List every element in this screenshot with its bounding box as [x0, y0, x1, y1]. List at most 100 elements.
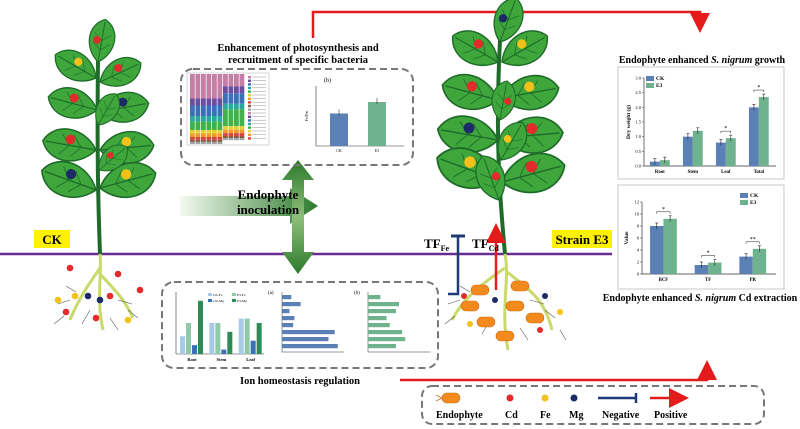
legend-label: CK [750, 193, 759, 199]
element-dot [524, 81, 535, 92]
expression-bar [282, 295, 292, 300]
y-tick-label: 2.0 [635, 105, 641, 110]
stack-segment [201, 116, 206, 122]
stack-segment [234, 135, 239, 139]
growth-title: Endophyte enhanced S. nigrum growth [619, 55, 786, 66]
leaf [493, 21, 556, 76]
element-dot-icon [541, 394, 549, 402]
y-tick-label: 1.5 [635, 120, 641, 125]
growth-title-italic: S. nigrum [711, 55, 752, 66]
leaf [47, 42, 104, 91]
root-element-dot [557, 309, 563, 315]
leaf [496, 146, 571, 202]
y-tick-label: 2 [637, 260, 639, 265]
e3-plant [429, 0, 571, 351]
element-dot [74, 57, 83, 66]
significance-mark: ** [750, 237, 756, 243]
tick-label: Root [187, 357, 197, 362]
stack-segment [195, 74, 201, 99]
ion-bar [238, 318, 244, 354]
stack-segment [223, 135, 228, 139]
y-axis-label: Fv/Fm [304, 110, 309, 122]
root-element-dot [54, 296, 62, 304]
leaf [84, 16, 119, 65]
stack-segment [239, 138, 245, 141]
y-tick-label: 0.5 [635, 149, 641, 154]
stack-segment [234, 133, 239, 136]
root-element-dot [106, 292, 114, 300]
legend-label: Positive [654, 410, 688, 421]
stack-segment [212, 141, 217, 144]
photo-panel-frame [180, 68, 414, 166]
stack-segment [190, 139, 195, 142]
sig-bracket [656, 211, 671, 214]
expression-bar [282, 316, 295, 321]
tf-cd-sub: Cd [489, 244, 500, 253]
cd-title-suffix: Cd extraction [736, 293, 798, 304]
expression-bar [282, 309, 290, 314]
expression-bar [282, 302, 301, 307]
tick-label: E3 [375, 148, 379, 153]
root-element-dot [467, 321, 473, 327]
leaf [91, 138, 134, 179]
y-tick-label: 6 [637, 236, 640, 241]
stack-segment [239, 86, 245, 94]
stack-segment [228, 129, 234, 134]
legend-swatch [740, 193, 748, 198]
stack-segment [206, 139, 212, 142]
root-element-dot [96, 296, 104, 304]
stack-segment [190, 98, 195, 106]
y-tick-label: 2.5 [635, 90, 641, 95]
legend-swatch [248, 76, 251, 79]
sig-bracket [753, 89, 765, 93]
legend-swatch [248, 130, 251, 133]
leaf [93, 50, 147, 95]
stack-segment [217, 137, 223, 140]
ion-bar [215, 323, 221, 354]
stack-segment [239, 74, 245, 87]
ck-label-bg [34, 230, 70, 248]
bar [708, 262, 722, 274]
root-element-dot [542, 293, 548, 299]
legend-label: E3 [750, 200, 757, 206]
leaf [488, 78, 519, 123]
cd-title-prefix: Endophyte enhanced [603, 293, 695, 304]
leaf-shape [35, 153, 103, 207]
leaf [97, 128, 156, 167]
leaf [95, 88, 152, 128]
expression-chart-b [367, 292, 430, 353]
legend-swatch [248, 83, 251, 86]
leaf [94, 156, 161, 206]
stack-segment [228, 86, 234, 94]
element-dot [121, 169, 132, 180]
stack-segment [190, 74, 195, 99]
ion-bar [256, 323, 262, 354]
leaf [429, 139, 506, 199]
stack-segment [234, 86, 239, 94]
element-dot [66, 169, 77, 180]
legend-swatch [248, 94, 251, 97]
element-dot-icon [506, 394, 514, 402]
photo-title-line1: Enhancement of photosynthesis and [217, 43, 378, 54]
element-dot [93, 36, 101, 44]
stack-segment [206, 121, 212, 130]
legend-label: CK [656, 76, 665, 82]
root-element-dot [66, 264, 74, 272]
stack-segment [239, 109, 245, 127]
stack-segment [212, 74, 217, 99]
stack-segment [206, 137, 212, 140]
legend-swatch [208, 293, 212, 296]
stack-segment [228, 135, 234, 139]
leaf [499, 114, 566, 157]
tf-fe-sub: Fe [441, 244, 450, 253]
expression-chart-a [281, 292, 344, 353]
legend-swatch [248, 86, 251, 90]
stack-segment [228, 126, 234, 130]
panel-b-bottom-label: (b) [354, 291, 360, 296]
ion-bar [198, 300, 203, 354]
y-axis-label: Value [624, 231, 630, 245]
stack-segment [195, 121, 201, 130]
endophyte-cell [476, 316, 496, 328]
ion-bar [180, 336, 185, 354]
